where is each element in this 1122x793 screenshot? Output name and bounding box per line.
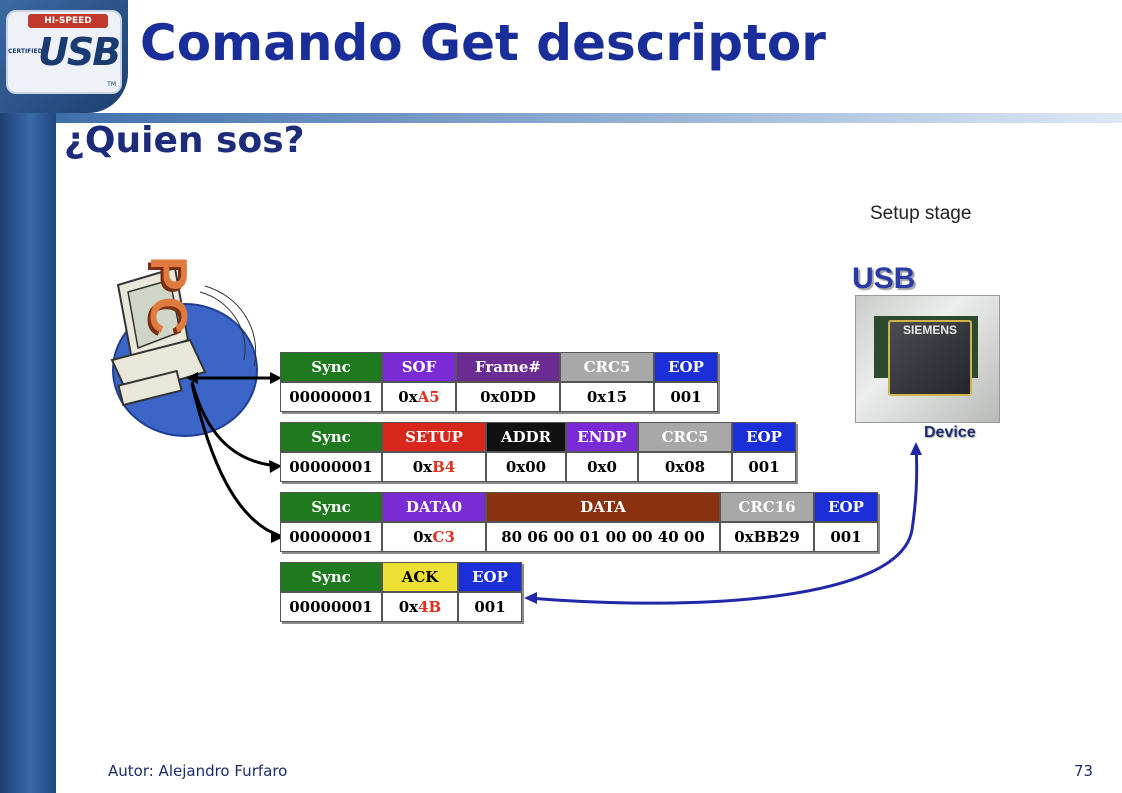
wire-setup	[190, 381, 279, 468]
title-underline-band	[56, 113, 1122, 123]
slide-title: Comando Get descriptor	[140, 14, 826, 72]
pid-highlight: B4	[432, 458, 456, 476]
field-header-endp: ENDP	[566, 422, 638, 452]
pid-highlight: A5	[417, 388, 440, 406]
field-header-data: DATA	[486, 492, 720, 522]
field-value-addr: 0x00	[486, 452, 566, 482]
field-header-sync: Sync	[280, 352, 382, 382]
footer-author: Autor: Alejandro Furfaro	[108, 762, 288, 780]
field-value-sync: 00000001	[280, 522, 382, 552]
arrow-device	[910, 442, 922, 455]
left-accent-bar	[0, 0, 56, 793]
field-value-data: 80 06 00 01 00 00 40 00	[486, 522, 720, 552]
arrow-sof-right	[270, 372, 282, 384]
field-value-frame: 0x0DD	[456, 382, 560, 412]
device-bus-label: USB	[852, 262, 916, 295]
pid-highlight: 4B	[418, 598, 442, 616]
field-header-eop: EOP	[732, 422, 796, 452]
field-value-eop: 001	[732, 452, 796, 482]
logo-side-text: CERTIFIED	[8, 48, 43, 55]
field-value-pid: 0xB4	[382, 452, 486, 482]
field-header-eop: EOP	[458, 562, 522, 592]
field-value-crc5: 0x15	[560, 382, 654, 412]
field-value-crc16: 0xBB29	[720, 522, 814, 552]
arrow-data0	[271, 530, 284, 543]
slide-subtitle: ¿Quien sos?	[64, 120, 305, 161]
arrow-ack	[524, 592, 537, 604]
field-value-endp: 0x0	[566, 452, 638, 482]
device-chip: SIEMENS	[888, 320, 972, 396]
field-header-data0: DATA0	[382, 492, 486, 522]
field-value-eop: 001	[654, 382, 718, 412]
page-number: 73	[1074, 762, 1094, 780]
pid-prefix: 0x	[398, 598, 419, 616]
wire-ack	[527, 445, 919, 605]
field-header-sync: Sync	[280, 422, 382, 452]
field-value-eop: 001	[458, 592, 522, 622]
pid-prefix: 0x	[413, 528, 433, 546]
field-value-sync: 00000001	[280, 382, 382, 412]
field-value-eop: 001	[814, 522, 878, 552]
field-value-pid: 0xA5	[382, 382, 456, 412]
field-header-crc5: CRC5	[560, 352, 654, 382]
field-header-sync: Sync	[280, 562, 382, 592]
field-header-crc5: CRC5	[638, 422, 732, 452]
pid-highlight: C3	[432, 528, 455, 546]
pc-label: PC	[139, 256, 197, 341]
arrow-setup	[269, 460, 282, 473]
field-header-eop: EOP	[814, 492, 878, 522]
field-value-sync: 00000001	[280, 452, 382, 482]
pid-prefix: 0x	[398, 388, 418, 406]
pc-illustration	[110, 266, 258, 437]
field-header-eop: EOP	[654, 352, 718, 382]
logo-brand-text: USB	[38, 30, 121, 74]
field-value-crc5: 0x08	[638, 452, 732, 482]
field-header-crc16: CRC16	[720, 492, 814, 522]
arrow-sof-left	[186, 372, 198, 384]
field-header-sync: Sync	[280, 492, 382, 522]
logo-tm-text: TM	[107, 81, 116, 88]
usb-logo-badge: HI-SPEED CERTIFIED USB TM	[6, 10, 122, 94]
usb-certified-logo: HI-SPEED CERTIFIED USB TM	[0, 0, 128, 113]
field-header-setup: SETUP	[382, 422, 486, 452]
device-chip-text: SIEMENS	[902, 323, 957, 337]
field-header-frame: Frame#	[456, 352, 560, 382]
wire-data0	[190, 383, 281, 538]
stage-label: Setup stage	[870, 203, 972, 224]
pid-prefix: 0x	[412, 458, 433, 476]
field-header-ack: ACK	[382, 562, 458, 592]
field-value-sync: 00000001	[280, 592, 382, 622]
logo-top-text: HI-SPEED	[28, 14, 108, 28]
field-header-sof: SOF	[382, 352, 456, 382]
device-chip-image: SIEMENS	[855, 295, 1000, 423]
field-value-pid: 0x4B	[382, 592, 458, 622]
field-header-addr: ADDR	[486, 422, 566, 452]
device-label: Device	[924, 424, 976, 441]
field-value-pid: 0xC3	[382, 522, 486, 552]
